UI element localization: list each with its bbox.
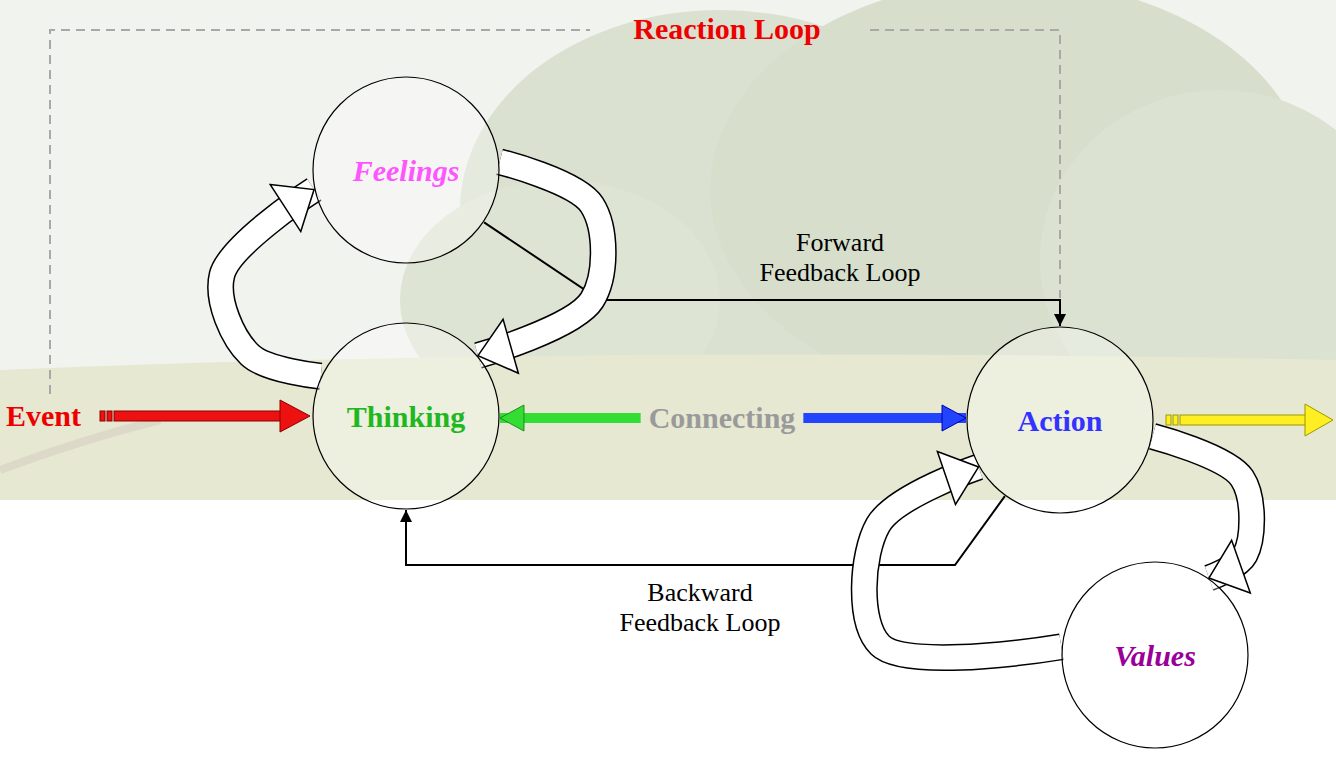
connector: [1153, 436, 1252, 578]
concept-name: Feelings: [353, 154, 460, 187]
connector: [221, 190, 321, 377]
connector-label: Connecting: [649, 403, 796, 433]
concept-circle: Action: [966, 326, 1154, 514]
output-arrow: [1166, 404, 1333, 436]
event-arrow: [100, 400, 310, 432]
concept-name: Values: [1114, 639, 1196, 672]
concept-circle: Values: [1061, 561, 1249, 749]
event-label: Event: [6, 401, 81, 431]
loop-arrow-outline: [221, 190, 321, 377]
connector-label: Backward Feedback Loop: [611, 578, 789, 638]
loop-arrow-head: [1153, 436, 1252, 578]
loop-arrow-body: [1153, 436, 1252, 578]
concept-circle: Thinking: [312, 322, 500, 510]
loop-arrow-head: [221, 190, 321, 377]
connector-green-half: [500, 413, 641, 423]
concept-circle: Feelings: [312, 76, 500, 264]
reaction-loop-line: [50, 30, 1060, 394]
circle-shape: [313, 77, 499, 263]
circle-shape: [967, 327, 1153, 513]
loop-arrow-outline: [1153, 436, 1252, 578]
loop-label: Reaction Loop: [633, 14, 821, 44]
concept-name: Thinking: [347, 400, 465, 433]
connector-blue-half: [803, 413, 966, 423]
loop-arrow-body: [221, 190, 321, 377]
circle-shape: [1062, 562, 1248, 748]
connector-label: Forward Feedback Loop: [751, 228, 929, 288]
circle-shape: [313, 323, 499, 509]
concept-name: Action: [1018, 404, 1103, 437]
